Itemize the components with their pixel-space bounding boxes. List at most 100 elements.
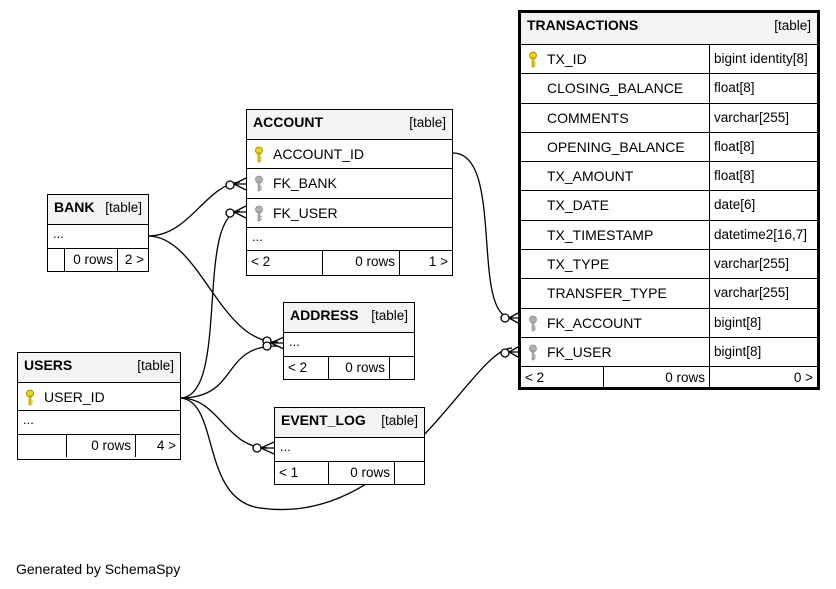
column-name: TX_DATE bbox=[547, 197, 609, 214]
table-name: ACCOUNT bbox=[253, 114, 323, 130]
footer-parents: < 2 bbox=[247, 250, 323, 275]
table-footer: < 2 0 rows 0 > bbox=[521, 367, 817, 387]
edge-users-account bbox=[179, 210, 241, 399]
column-name: ACCOUNT_ID bbox=[273, 146, 365, 162]
footer-children: 0 > bbox=[793, 370, 813, 386]
table-bank[interactable]: BANK [table] ... 0 rows 2 > bbox=[47, 194, 149, 272]
column-row: CLOSING_BALANCE float[8] bbox=[521, 74, 817, 104]
column-row: OPENING_BALANCE float[8] bbox=[521, 132, 817, 163]
footer-blank bbox=[395, 462, 424, 484]
column-row: ACCOUNT_ID bbox=[247, 140, 452, 170]
column-type: float[8] bbox=[714, 80, 755, 96]
edge-bank-account bbox=[147, 181, 241, 237]
ellipsis-row: ... bbox=[284, 333, 414, 357]
table-name: ADDRESS bbox=[290, 307, 359, 323]
table-kind: [table] bbox=[105, 200, 142, 215]
column-type: varchar[255] bbox=[714, 109, 790, 125]
table-event-log[interactable]: EVENT_LOG [table] ... < 1 0 rows bbox=[274, 407, 425, 485]
column-name: TX_ID bbox=[547, 51, 587, 67]
foreign-key-icon bbox=[255, 205, 263, 221]
crowfoot-event-log bbox=[252, 441, 275, 455]
column-name: USER_ID bbox=[44, 389, 105, 405]
ellipsis: ... bbox=[252, 228, 263, 244]
column-name: OPENING_BALANCE bbox=[547, 138, 685, 155]
table-kind: [table] bbox=[137, 358, 174, 373]
table-header: TRANSACTIONS [table] bbox=[521, 13, 817, 45]
table-footer: 0 rows 4 > bbox=[18, 435, 180, 457]
column-type: float[8] bbox=[714, 168, 755, 184]
column-row: USER_ID bbox=[18, 383, 180, 411]
table-name: TRANSACTIONS bbox=[527, 17, 639, 33]
ellipsis-row: ... bbox=[247, 228, 452, 251]
edge-users-address bbox=[179, 345, 279, 399]
column-name: FK_USER bbox=[273, 204, 338, 221]
table-kind: [table] bbox=[409, 115, 446, 130]
column-name: FK_USER bbox=[547, 343, 612, 360]
footer-children: 2 > bbox=[124, 252, 144, 267]
column-row: FK_USER bbox=[247, 199, 452, 228]
table-transactions[interactable]: TRANSACTIONS [table] TX_ID bigint identit… bbox=[518, 10, 820, 390]
crowfoot-account-fk-user bbox=[225, 205, 247, 219]
primary-key-icon bbox=[529, 51, 537, 68]
edge-users-event-log bbox=[179, 397, 269, 449]
table-kind: [table] bbox=[371, 308, 408, 323]
column-name: CLOSING_BALANCE bbox=[547, 80, 684, 97]
generated-by-label: Generated by SchemaSpy bbox=[16, 561, 181, 577]
footer-blank bbox=[390, 357, 414, 379]
ellipsis-row: ... bbox=[48, 225, 148, 249]
table-footer: 0 rows 2 > bbox=[48, 249, 148, 271]
column-type: bigint identity[8] bbox=[714, 51, 808, 66]
column-type: date[6] bbox=[714, 197, 756, 213]
table-users[interactable]: USERS [table] USER_ID ... 0 rows 4 > bbox=[17, 352, 181, 460]
footer-blank bbox=[48, 249, 65, 271]
table-name: USERS bbox=[24, 357, 73, 373]
primary-key-icon bbox=[26, 389, 34, 406]
edge-account-transactions bbox=[452, 152, 513, 319]
table-kind: [table] bbox=[774, 18, 811, 33]
table-name: EVENT_LOG bbox=[281, 412, 366, 428]
column-type: varchar[255] bbox=[714, 285, 790, 301]
footer-parents: < 1 bbox=[275, 462, 329, 484]
column-type: bigint[8] bbox=[714, 343, 762, 359]
footer-rows: 0 rows bbox=[329, 462, 395, 484]
ellipsis-row: ... bbox=[18, 411, 180, 435]
footer-rows: 0 rows bbox=[329, 357, 390, 379]
column-name: FK_BANK bbox=[273, 175, 337, 192]
footer-rows: 0 rows bbox=[323, 250, 400, 275]
table-name: BANK bbox=[54, 199, 95, 215]
footer-children: 1 > bbox=[428, 253, 448, 269]
column-row: FK_USER bigint[8] bbox=[521, 337, 817, 368]
column-name: FK_ACCOUNT bbox=[547, 314, 642, 331]
foreign-key-icon bbox=[529, 344, 537, 361]
crowfoot-address bbox=[262, 336, 285, 351]
column-type: float[8] bbox=[714, 138, 755, 154]
column-row: FK_ACCOUNT bigint[8] bbox=[521, 308, 817, 338]
column-row: TX_AMOUNT float[8] bbox=[521, 162, 817, 192]
table-header: ADDRESS [table] bbox=[284, 303, 414, 333]
footer-rows: 0 rows bbox=[65, 249, 118, 271]
edge-bank-address bbox=[147, 235, 279, 343]
column-row: TX_DATE date[6] bbox=[521, 191, 817, 221]
column-type: bigint[8] bbox=[714, 314, 762, 330]
table-header: BANK [table] bbox=[48, 195, 148, 225]
ellipsis: ... bbox=[53, 226, 64, 241]
column-name: TX_AMOUNT bbox=[547, 168, 634, 185]
column-row: FK_BANK bbox=[247, 169, 452, 199]
crowfoot-account-fk-bank bbox=[225, 177, 247, 191]
column-row: TX_TYPE varchar[255] bbox=[521, 250, 817, 280]
footer-blank bbox=[18, 435, 67, 457]
column-name: TX_TIMESTAMP bbox=[547, 226, 654, 243]
column-name: TX_TYPE bbox=[547, 256, 610, 273]
table-header: EVENT_LOG [table] bbox=[275, 408, 424, 438]
column-type: varchar[255] bbox=[714, 256, 790, 272]
foreign-key-icon bbox=[255, 175, 263, 192]
crowfoot-transactions-fk-user bbox=[500, 345, 521, 359]
ellipsis: ... bbox=[289, 334, 300, 349]
table-address[interactable]: ADDRESS [table] ... < 2 0 rows bbox=[283, 302, 415, 380]
footer-parents: < 2 bbox=[284, 357, 329, 379]
table-header: USERS [table] bbox=[18, 353, 180, 383]
table-account[interactable]: ACCOUNT [table] ACCOUNT_ID FK_BANK FK_USER… bbox=[246, 109, 453, 276]
